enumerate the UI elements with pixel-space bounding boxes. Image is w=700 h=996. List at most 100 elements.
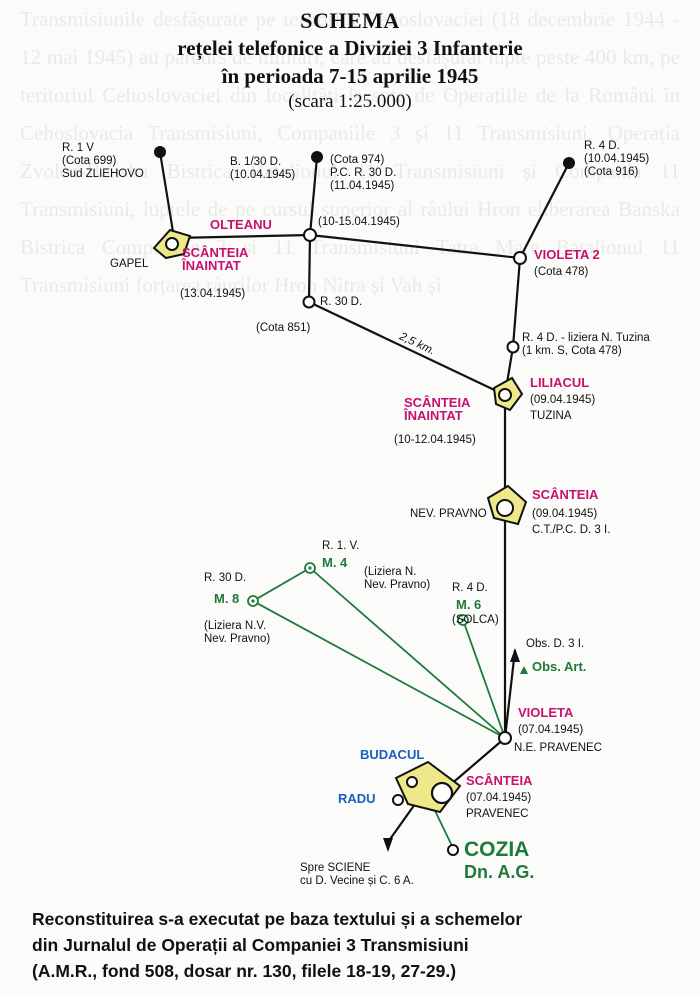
spre-a: Spre SCIENE <box>300 862 371 874</box>
label-olteanu-date: (10-15.04.1945) <box>318 216 400 228</box>
r4d-top-date-text: (10.04.1945) <box>584 153 650 165</box>
label-r30d-mid: R. 30 D. <box>320 296 363 308</box>
label-liliacul: LILIACUL <box>530 375 590 390</box>
scanteia-inaintat1-b: ÎNAINTAT <box>182 258 241 273</box>
spre-b: cu D. Vecine și C. 6 A. <box>300 875 414 887</box>
violeta2-node <box>513 251 527 265</box>
r30d-node <box>302 295 316 309</box>
r1v-text: R. 1 V <box>62 142 94 154</box>
filled-nodes <box>154 146 575 169</box>
m4-loc-a: (Liziera N. <box>364 566 417 578</box>
label-solca: (SOLCA) <box>452 614 499 626</box>
label-olteanu: OLTEANU <box>210 217 272 232</box>
line-violeta2-r4d <box>511 257 522 348</box>
label-spre: Spre SCIENE cu D. Vecine și C. 6 A. <box>300 862 414 888</box>
label-r1v-low: R. 1. V. <box>322 540 360 552</box>
label-obs-d3i: Obs. D. 3 I. <box>526 638 585 650</box>
label-cozia: COZIA <box>464 838 530 861</box>
b130-text: B. 1/30 D. <box>230 156 282 168</box>
line-m8 <box>252 600 506 739</box>
line-m6 <box>462 619 506 739</box>
line-m8-m4 <box>252 567 311 602</box>
b130-date-text: (10.04.1945) <box>230 169 296 181</box>
m4-dot <box>308 566 312 570</box>
title-scale: (scara 1:25.000) <box>288 91 412 112</box>
m8-loc-b: Nev. Pravno) <box>204 633 271 645</box>
caption-line1: Reconstituirea s-a executat pe baza text… <box>32 909 523 929</box>
pravenec-node <box>430 781 454 805</box>
label-scanteia-pravno-date: (09.04.1945) <box>532 508 598 520</box>
label-scanteia-pravenec: SCÂNTEIA <box>466 773 533 788</box>
r4d-tuzina-node <box>506 340 520 354</box>
r1v-node <box>154 146 166 158</box>
label-ne-pravenec: N.E. PRAVENEC <box>514 742 602 754</box>
label-obs-art: Obs. Art. <box>532 659 587 674</box>
label-cota851: (Cota 851) <box>256 322 311 334</box>
r4d-top-cota-text: (Cota 916) <box>584 166 639 178</box>
line-r4d-violeta2 <box>519 162 570 259</box>
label-r1v: R. 1 V (Cota 699) Sud ZLIEHOVO <box>62 142 144 181</box>
r4d-tuzina-loc-text: (1 km. S, Cota 478) <box>522 345 622 357</box>
label-scanteia-inaintat1-date: (13.04.1945) <box>180 288 246 300</box>
label-m4: M. 4 <box>322 555 348 570</box>
label-gapel: GAPEL <box>110 258 149 270</box>
r4d-top-node <box>563 157 575 169</box>
line-r30d-liliacul <box>308 301 506 396</box>
open-nodes <box>302 228 527 856</box>
label-m8: M. 8 <box>214 591 240 606</box>
violeta-node <box>498 731 512 745</box>
label-violeta2: VIOLETA 2 <box>534 247 600 262</box>
cozia-node <box>447 844 459 856</box>
pravno-node <box>496 499 514 517</box>
gapel-node <box>165 237 179 251</box>
line-olteanu-r30d <box>307 234 312 303</box>
arrow-up-icon <box>510 648 520 662</box>
title-period: în perioada 7-15 aprilie 1945 <box>221 64 479 88</box>
arrow-down-icon <box>383 838 393 852</box>
label-violeta2-cota: (Cota 478) <box>534 266 589 278</box>
m6-dot <box>461 618 465 622</box>
label-b130: B. 1/30 D. (10.04.1945) <box>230 156 295 182</box>
label-scanteia-pravno: SCÂNTEIA <box>532 487 599 502</box>
label-r4d-tuzina: R. 4 D. - liziera N. Tuzina (1 km. S, Co… <box>522 332 650 358</box>
label-dnag: Dn. A.G. <box>464 862 535 882</box>
obs-art-icon <box>520 666 528 674</box>
r1v-place-text: Sud ZLIEHOVO <box>62 168 144 180</box>
olteanu-node <box>303 228 317 242</box>
caption: Reconstituirea s-a executat pe baza text… <box>32 906 522 984</box>
label-m8-loc: (Liziera N.V. Nev. Pravno) <box>204 620 270 646</box>
budacul-node <box>406 776 418 788</box>
caption-line3: (A.M.R., fond 508, dosar nr. 130, filele… <box>32 961 457 981</box>
line-gapel-olteanu <box>173 233 311 240</box>
m4-loc-b: Nev. Pravno) <box>364 579 431 591</box>
line-r1v <box>158 151 176 239</box>
liliacul-node <box>498 388 512 402</box>
label-r4d-low: R. 4 D. <box>452 582 488 594</box>
label-pravenec: PRAVENEC <box>466 808 529 820</box>
line-olteanu-violeta2 <box>309 233 521 260</box>
label-scanteia-inaintat2: SCÂNTEIA ÎNAINTAT <box>404 396 470 422</box>
label-m6: M. 6 <box>456 597 482 612</box>
title-network: rețelei telefonice a Diviziei 3 Infanter… <box>177 36 523 60</box>
radu-node <box>392 794 404 806</box>
scanteia-inaintat2-b: ÎNAINTAT <box>404 408 463 423</box>
label-scanteia-inaintat2-date: (10-12.04.1945) <box>394 434 476 446</box>
label-r4d-top: R. 4 D. (10.04.1945) (Cota 916) <box>584 140 649 179</box>
label-scanteia-inaintat1: SCÂNTEIA ÎNAINTAT <box>182 246 248 272</box>
label-r30d-low: R. 30 D. <box>204 572 247 584</box>
label-tuzina: TUZINA <box>530 410 572 422</box>
label-violeta: VIOLETA <box>518 705 574 720</box>
label-violeta-date: (07.04.1945) <box>518 724 584 736</box>
pcr30-text: P.C. R. 30 D. <box>330 167 397 179</box>
label-nev-pravno: NEV. PRAVNO <box>410 508 487 520</box>
r1v-cota-text: (Cota 699) <box>62 155 117 167</box>
label-budacul: BUDACUL <box>360 747 425 762</box>
r4d-tuzina-text: R. 4 D. - liziera N. Tuzina <box>522 332 650 344</box>
pcr30-node <box>311 151 323 163</box>
label-radu: RADU <box>338 791 376 806</box>
scanteia-inaintat1-a: SCÂNTEIA <box>182 245 249 260</box>
r4d-top-text: R. 4 D. <box>584 140 620 152</box>
cota974-text: (Cota 974) <box>330 154 385 166</box>
caption-line2: din Jurnalul de Operații al Companiei 3 … <box>32 935 469 955</box>
m8-loc-a: (Liziera N.V. <box>204 620 267 632</box>
